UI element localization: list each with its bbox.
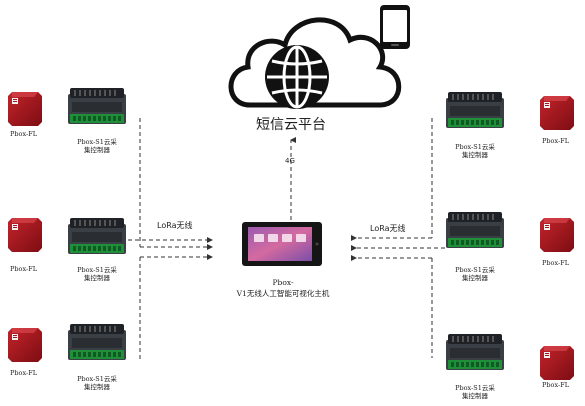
uplink-4g-label: 4G [285,157,295,165]
controller-label: Pbox-S1云采集控制器 [62,138,132,154]
controller-label-line2: 集控制器 [84,383,110,391]
sensor-label: Pbox-FL [542,137,570,145]
host-subtitle-label: V1无线人工智能可视化主机 [236,289,330,298]
sensor-label: Pbox-FL [542,259,570,267]
controller-label-line2: 集控制器 [84,274,110,282]
controller-label-line1: Pbox-S1云采 [77,375,117,383]
controller-label: Pbox-S1云采集控制器 [440,384,510,400]
sensor-label: Pbox-FL [10,369,38,377]
host-name-label: Pbox- [272,278,294,287]
controller-label-line2: 集控制器 [462,392,488,400]
controller-label: Pbox-S1云采集控制器 [62,266,132,282]
sensor-device-right-3 [540,346,574,380]
sensor-device-left-2 [8,218,42,252]
sensor-label: Pbox-FL [10,265,38,273]
controller-label-line2: 集控制器 [84,146,110,154]
controller-device-right-3 [446,334,504,370]
cloud-platform-label: 短信云平台 [256,117,326,133]
controller-label: Pbox-S1云采集控制器 [440,266,510,282]
controller-device-right-2 [446,212,504,248]
left-links [128,118,213,362]
controller-label-line1: Pbox-S1云采 [77,138,117,146]
cloud-icon [228,17,402,109]
controller-label-line1: Pbox-S1云采 [455,143,495,151]
right-lora-label: LoRa无线 [370,224,406,233]
controller-label-line1: Pbox-S1云采 [77,266,117,274]
controller-device-left-1 [68,88,126,124]
sensor-label: Pbox-FL [10,130,38,138]
left-lora-label: LoRa无线 [157,221,193,230]
sensor-device-left-3 [8,328,42,362]
sensor-device-right-1 [540,96,574,130]
controller-label-line2: 集控制器 [462,274,488,282]
sensor-device-right-2 [540,218,574,252]
controller-label: Pbox-S1云采集控制器 [62,375,132,391]
mobile-phone-icon [380,5,410,49]
controller-label: Pbox-S1云采集控制器 [440,143,510,159]
controller-device-left-2 [68,218,126,254]
controller-label-line1: Pbox-S1云采 [455,384,495,392]
controller-device-right-1 [446,92,504,128]
right-links [351,118,445,358]
host-device [242,222,322,266]
controller-label-line1: Pbox-S1云采 [455,266,495,274]
controller-device-left-3 [68,324,126,360]
sensor-label: Pbox-FL [542,381,570,389]
sensor-device-left-1 [8,92,42,126]
controller-label-line2: 集控制器 [462,151,488,159]
